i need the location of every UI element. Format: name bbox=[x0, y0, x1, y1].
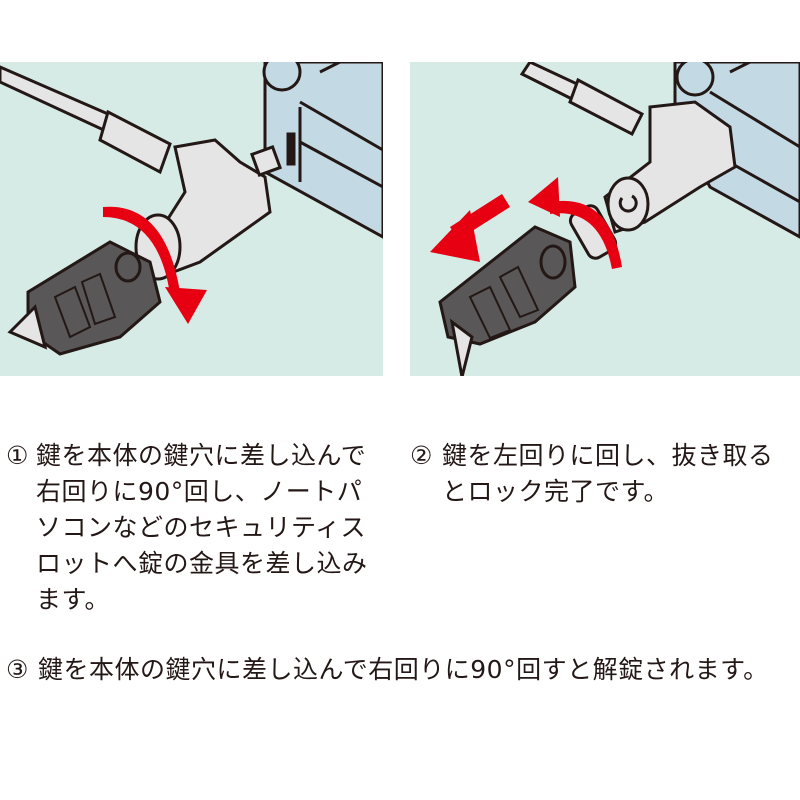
cable-icon bbox=[0, 65, 172, 175]
lock-insert-drawing bbox=[0, 62, 383, 356]
step-3: ③ 鍵を本体の鍵穴に差し込んで右回りに90°回すと解錠されます。 bbox=[6, 652, 796, 688]
step-1-number: ① bbox=[6, 441, 29, 470]
step-1-text: 鍵を本体の鍵穴に差し込んで右回りに90°回し、ノートパソコンなどのセキュリティス… bbox=[36, 441, 368, 614]
step-1: ① 鍵を本体の鍵穴に差し込んで右回りに90°回し、ノートパソコンなどのセキュリテ… bbox=[6, 438, 376, 618]
lock-body-icon bbox=[603, 100, 737, 234]
cable-icon bbox=[519, 62, 644, 137]
step-3-text: 鍵を本体の鍵穴に差し込んで右回りに90°回すと解錠されます。 bbox=[38, 655, 769, 684]
step-2-number: ② bbox=[410, 441, 433, 470]
illustration-key-removal bbox=[410, 62, 800, 376]
step-3-number: ③ bbox=[6, 655, 29, 684]
step-2-text: 鍵を左回りに回し、抜き取るとロック完了です。 bbox=[442, 441, 774, 506]
key-icon bbox=[7, 240, 162, 356]
key-removal-drawing bbox=[430, 62, 800, 376]
illustration-lock-insert bbox=[0, 62, 383, 376]
laptop-icon bbox=[262, 62, 383, 239]
laptop-icon bbox=[673, 62, 800, 239]
counterclockwise-rotation-arrow-icon bbox=[528, 177, 622, 269]
pull-out-arrow-icon bbox=[430, 194, 510, 262]
clockwise-rotation-arrow-icon bbox=[103, 206, 207, 324]
step-2: ② 鍵を左回りに回し、抜き取るとロック完了です。 bbox=[410, 438, 795, 510]
